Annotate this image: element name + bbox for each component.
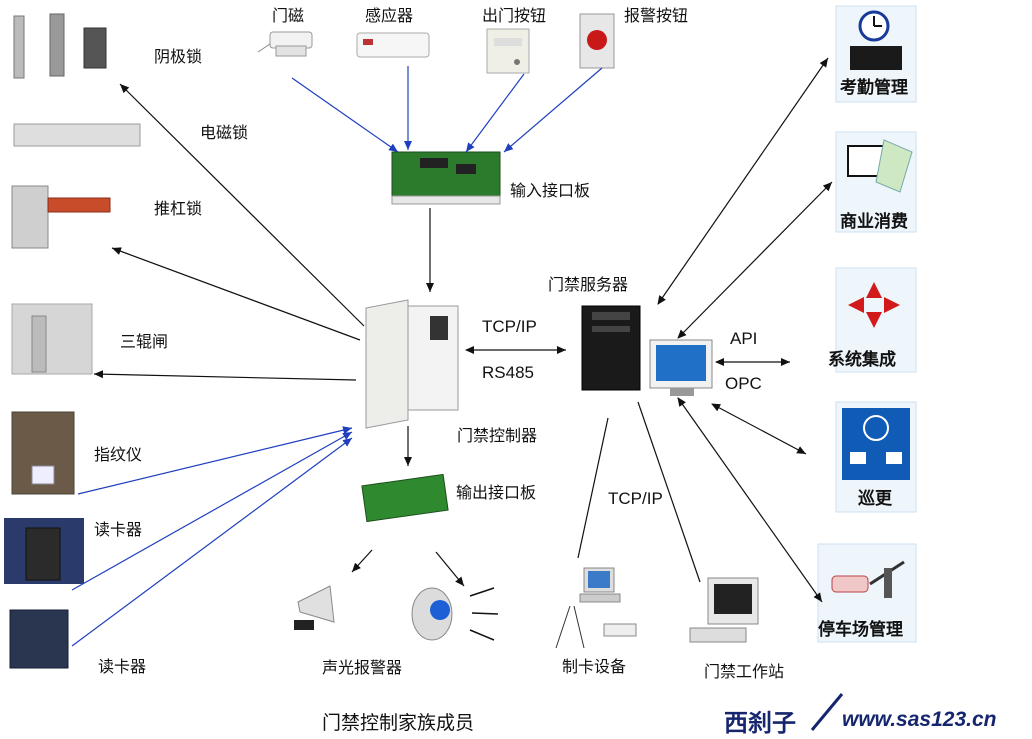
label-integration: 系统集成 [828, 350, 896, 370]
label-alarm: 声光报警器 [322, 658, 403, 677]
workstation-device [689, 577, 759, 643]
label-protocol-rs485: RS485 [482, 363, 534, 382]
controller-device [365, 299, 459, 429]
consumption-icon [835, 131, 917, 233]
sensor-device [356, 32, 430, 58]
label-server: 门禁服务器 [548, 275, 629, 294]
label-push-bar-lock: 推杠锁 [154, 199, 203, 218]
label-protocol-tcpip: TCP/IP [482, 317, 537, 336]
patrol-icon [835, 401, 917, 513]
parking-icon [817, 543, 917, 643]
integration-icon [835, 267, 917, 373]
label-card-device: 制卡设备 [562, 657, 627, 676]
label-magnetic-lock: 电磁锁 [200, 123, 249, 142]
label-fingerprint: 指纹仪 [94, 445, 143, 464]
label-tcpip-lower: TCP/IP [608, 489, 663, 508]
strobe-rays [469, 587, 499, 641]
strobe-light-device [411, 587, 453, 641]
label-alarm-button: 报警按钮 [624, 6, 689, 25]
label-input-board: 输入接口板 [510, 181, 591, 200]
door-sensor-device [257, 31, 313, 57]
label-turnstile: 三辊闸 [120, 332, 169, 351]
watermark-cn: 西刹子 [724, 708, 796, 737]
label-parking: 停车场管理 [818, 620, 903, 640]
footer-title: 门禁控制家族成员 [322, 712, 475, 734]
label-api: API [730, 329, 758, 348]
label-card-reader-2: 读卡器 [98, 657, 147, 676]
alarm-button-device [579, 13, 615, 69]
label-sensor: 感应器 [365, 6, 414, 25]
input-board-device [391, 151, 501, 205]
label-attendance: 考勤管理 [840, 78, 908, 98]
label-output-board: 输出接口板 [456, 483, 537, 502]
watermark-url: www.sas123.cn [842, 708, 997, 731]
output-board-device [361, 473, 449, 523]
turnstile-device [11, 303, 93, 375]
label-opc: OPC [725, 374, 762, 393]
label-controller: 门禁控制器 [457, 426, 538, 445]
label-exit-button: 出门按钮 [482, 6, 547, 25]
label-consumption: 商业消费 [840, 212, 908, 232]
card-reader-device-2 [9, 609, 69, 669]
server-device [581, 305, 641, 391]
fingerprint-reader-device [11, 411, 75, 495]
horn-device [294, 585, 335, 630]
push-bar-lock-device [11, 185, 111, 249]
label-patrol: 巡更 [858, 489, 892, 509]
card-reader-device-1 [4, 518, 84, 584]
exit-button-device [486, 28, 530, 74]
label-card-reader-1: 读卡器 [94, 520, 143, 539]
strike-lock-device [13, 13, 107, 79]
label-door-sensor: 门磁 [272, 6, 305, 25]
label-workstation: 门禁工作站 [704, 662, 785, 681]
attendance-icon [835, 5, 917, 103]
server-monitor-device [649, 339, 713, 396]
card-issue-device [555, 567, 637, 649]
label-strike-lock: 阴极锁 [154, 47, 203, 66]
magnetic-lock-device [13, 123, 141, 147]
